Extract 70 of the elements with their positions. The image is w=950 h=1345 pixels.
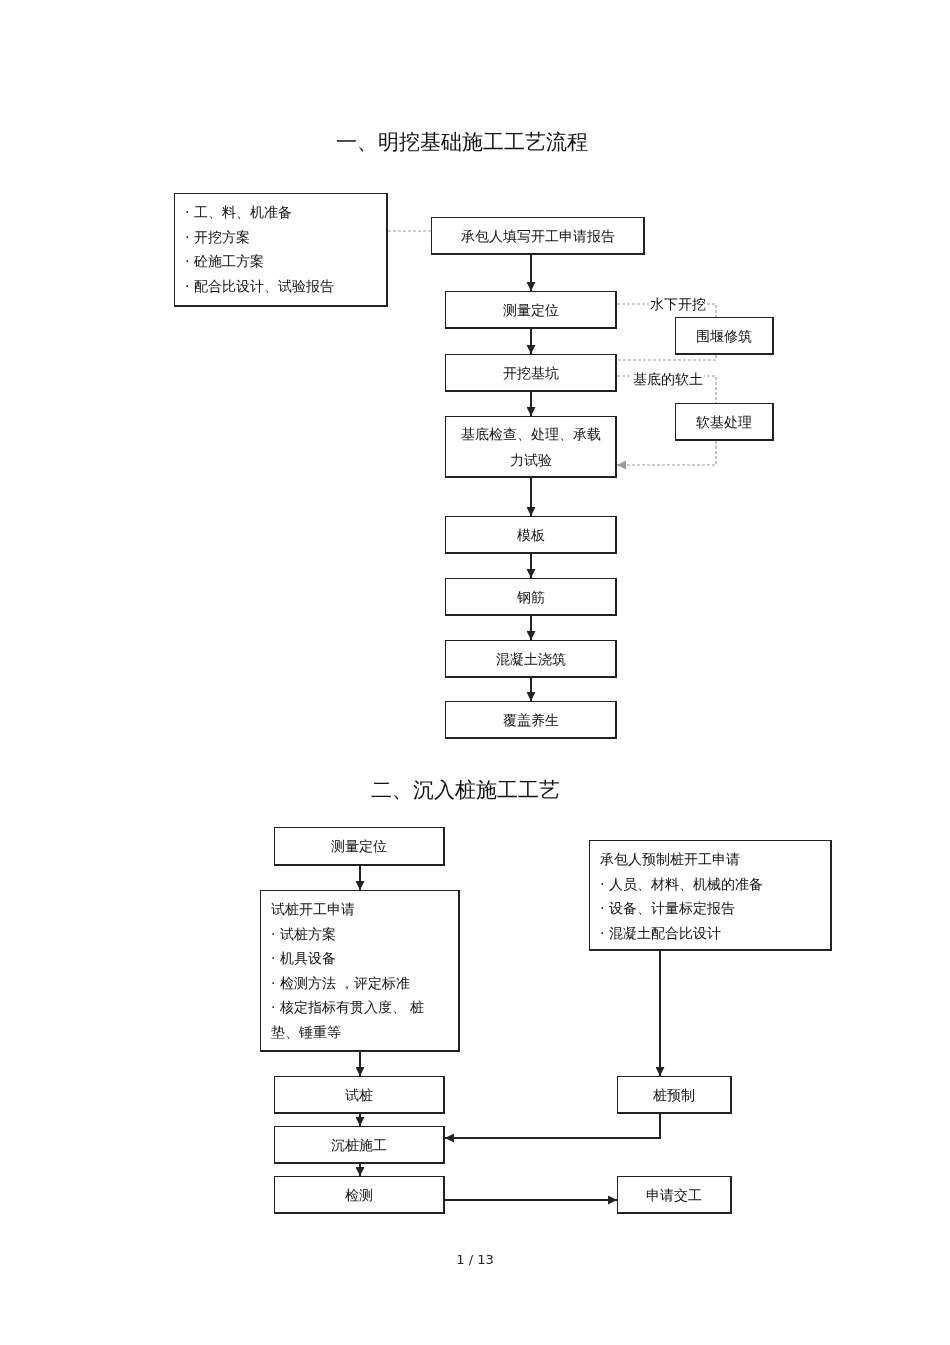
box-label: 检测 <box>345 1185 373 1205</box>
process-box <box>274 1176 445 1214</box>
box-label: 申请交工 <box>646 1185 702 1205</box>
arrow <box>526 615 536 641</box>
page-number: 1 / 13 <box>456 1252 494 1267</box>
arrow <box>526 254 536 292</box>
box-label: 基底检查、处理、承载力试验 <box>459 424 602 470</box>
list-item: · 试桩方案 <box>271 924 336 944</box>
arrow <box>526 553 536 579</box>
box-label: 开挖基坑 <box>502 363 559 383</box>
arrow <box>355 1163 365 1177</box>
box-label: 钢筋 <box>516 587 545 607</box>
connector-line <box>616 354 717 361</box>
process-box <box>617 1076 732 1114</box>
process-box <box>445 416 617 478</box>
process-box <box>445 578 617 616</box>
box-label: 覆盖养生 <box>502 710 559 730</box>
list-item: · 检测方法 ，评定标准 <box>271 973 411 993</box>
list-item: · 机具设备 <box>271 949 336 969</box>
box-heading: 试桩开工申请 <box>271 900 355 919</box>
edge-label: 水下开挖 <box>649 296 707 314</box>
process-box <box>445 291 617 329</box>
list-item: · 混凝土配合比设计 <box>600 923 721 943</box>
process-box <box>274 1126 445 1164</box>
list-item: · 工、料、机准备 <box>185 203 292 222</box>
box-label: 软基处理 <box>696 412 752 432</box>
list-item: · 人员、材料、机械的准备 <box>600 874 763 894</box>
process-box <box>675 317 774 355</box>
box-label: 试桩 <box>345 1085 373 1105</box>
list-item: · 开挖方案 <box>185 227 250 247</box>
process-box <box>274 827 445 866</box>
arrow <box>526 477 536 517</box>
list-item: · 配合比设计、试验报告 <box>185 276 334 296</box>
process-box <box>675 403 774 441</box>
edge-label: 基底的软土 <box>632 371 704 389</box>
arrow <box>526 677 536 702</box>
arrow <box>616 440 717 470</box>
box-label: 混凝土浇筑 <box>495 649 566 669</box>
arrow <box>526 328 536 355</box>
process-box <box>445 516 617 554</box>
diagram-title: 一、明挖基础施工工艺流程 <box>336 129 588 156</box>
box-label: 桩预制 <box>653 1085 695 1105</box>
process-box <box>589 840 832 951</box>
arrow <box>444 1113 661 1143</box>
process-box <box>445 640 617 678</box>
box-label: 沉桩施工 <box>331 1135 387 1155</box>
box-label: 承包人填写开工申请报告 <box>460 226 615 246</box>
list-item: · 砼施工方案 <box>185 252 264 272</box>
box-label: 测量定位 <box>502 300 559 320</box>
arrow <box>355 1051 365 1077</box>
arrow <box>655 950 665 1077</box>
list-item: · 核定指标有贯入度、 桩垫、锤重等 <box>271 998 426 1042</box>
box-label: 模板 <box>516 525 545 545</box>
connector-line <box>387 230 432 232</box>
process-box <box>445 354 617 392</box>
section-title: 二、沉入桩施工工艺 <box>370 777 560 804</box>
process-box <box>617 1176 732 1214</box>
arrow <box>444 1195 618 1205</box>
process-box <box>260 890 460 1052</box>
list-item: 承包人预制桩开工申请 <box>600 850 740 869</box>
box-label: 测量定位 <box>331 837 387 856</box>
box-label: 围堰修筑 <box>696 326 752 346</box>
process-box <box>274 1076 445 1114</box>
arrow <box>355 865 365 891</box>
list-item: · 设备、计量标定报告 <box>600 899 735 919</box>
process-box <box>445 701 617 739</box>
arrow <box>355 1113 365 1127</box>
process-box <box>174 193 388 307</box>
process-box <box>431 217 645 255</box>
arrow <box>526 391 536 417</box>
